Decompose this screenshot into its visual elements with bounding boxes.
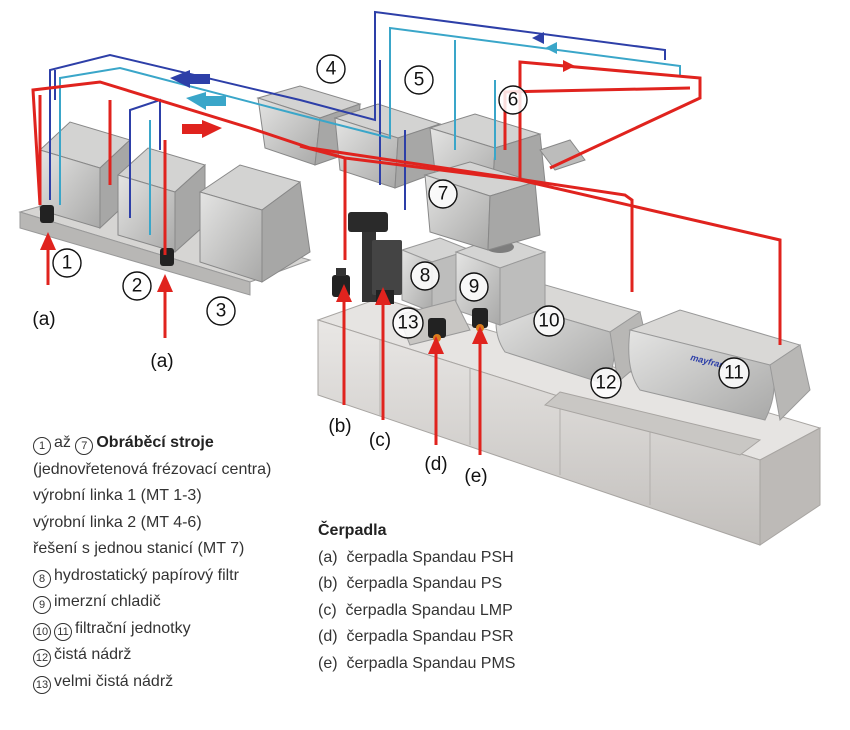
pump-group-c — [348, 212, 402, 304]
marker-8: 8 — [410, 261, 440, 291]
marker-10: 10 — [533, 305, 565, 337]
immersion-chiller-9 — [454, 235, 547, 326]
pump-label-d: (d) — [424, 454, 447, 475]
marker-11: 11 — [718, 357, 750, 389]
marker-7: 7 — [428, 179, 458, 209]
svg-text:10: 10 — [538, 311, 559, 332]
pumps-legend-item: (d) čerpadla Spandau PSR — [318, 628, 514, 645]
machine-line-2 — [256, 85, 586, 251]
pump-label-b: (b) — [328, 416, 351, 437]
marker-1: 1 — [52, 248, 82, 278]
marker-9: 9 — [459, 272, 489, 302]
svg-text:3: 3 — [216, 301, 227, 322]
marker-12: 12 — [590, 367, 622, 399]
svg-text:12: 12 — [595, 373, 616, 394]
pumps-legend: Čerpadla (a) čerpadla Spandau PSH (b) če… — [318, 518, 515, 677]
svg-text:2: 2 — [132, 276, 143, 297]
svg-text:1: 1 — [62, 253, 73, 274]
svg-text:5: 5 — [414, 70, 425, 91]
pump-label-c: (c) — [369, 430, 391, 451]
pump-label-a-left: (a) — [32, 309, 55, 330]
flow-arrows — [170, 32, 575, 138]
svg-text:4: 4 — [326, 59, 337, 80]
marker-2: 2 — [122, 271, 152, 301]
legend-line-4: výrobní linka 2 (MT 4-6) — [33, 513, 202, 531]
pumps-legend-item: (a) čerpadla Spandau PSH — [318, 548, 514, 566]
marker-3: 3 — [206, 296, 236, 326]
blue-return-pipe — [49, 10, 666, 218]
marker-6: 6 — [498, 85, 528, 115]
filter-unit-11: mayfran — [628, 309, 811, 422]
pump-label-e: (e) — [464, 466, 487, 487]
marker-5: 5 — [404, 65, 434, 95]
svg-text:6: 6 — [508, 90, 519, 111]
svg-text:8: 8 — [420, 266, 431, 287]
svg-text:11: 11 — [724, 363, 744, 384]
pumps-legend-item: (b) čerpadla Spandau PS — [318, 575, 503, 592]
coolant-tank — [316, 297, 822, 546]
marker-4: 4 — [316, 54, 346, 84]
pumps-legend-title: Čerpadla — [318, 522, 387, 539]
legend-line-2: (jednovřetenová frézovací centra) — [33, 460, 272, 478]
pump-label-a-mid: (a) — [150, 351, 173, 372]
pumps-legend-item: (c) čerpadla Spandau LMP — [318, 601, 513, 619]
pumps-legend-item: (e) čerpadla Spandau PMS — [318, 654, 516, 672]
cyan-return-pipe — [59, 26, 681, 235]
svg-text:13: 13 — [397, 313, 418, 334]
pump-pointers — [40, 232, 488, 455]
marker-13: 13 — [392, 307, 424, 339]
legend-line-5: řešení s jednou stanicí (MT 7) — [33, 540, 245, 557]
svg-text:9: 9 — [469, 277, 480, 298]
clean-tank — [543, 391, 762, 456]
legend-line-3: výrobní linka 1 (MT 1-3) — [33, 487, 202, 504]
svg-text:7: 7 — [438, 184, 449, 205]
